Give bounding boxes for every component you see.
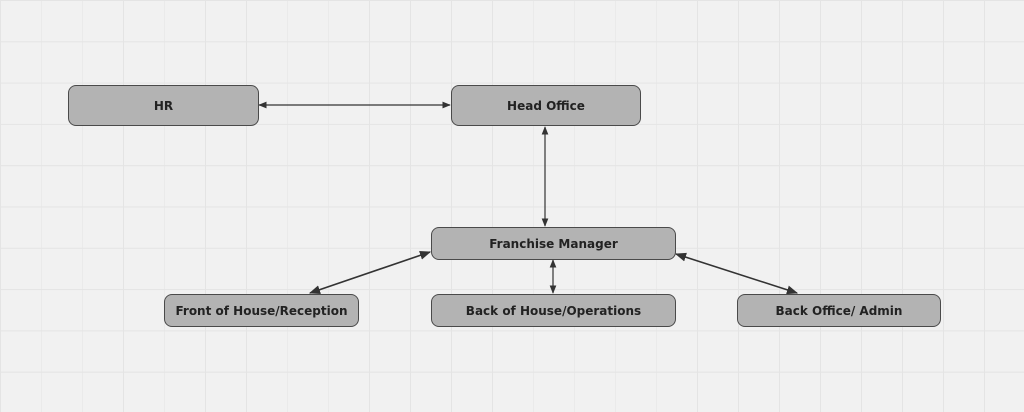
edge-franchise-front-of-house [308,251,432,294]
edge-franchise-back-office [674,252,799,295]
node-front-of-house[interactable]: Front of House/Reception [164,294,359,327]
node-head-office[interactable]: Head Office [451,85,641,126]
node-back-of-house[interactable]: Back of House/Operations [431,294,676,327]
node-franchise-manager[interactable]: Franchise Manager [431,227,676,260]
node-hr[interactable]: HR [68,85,259,126]
node-back-office[interactable]: Back Office/ Admin [737,294,941,327]
